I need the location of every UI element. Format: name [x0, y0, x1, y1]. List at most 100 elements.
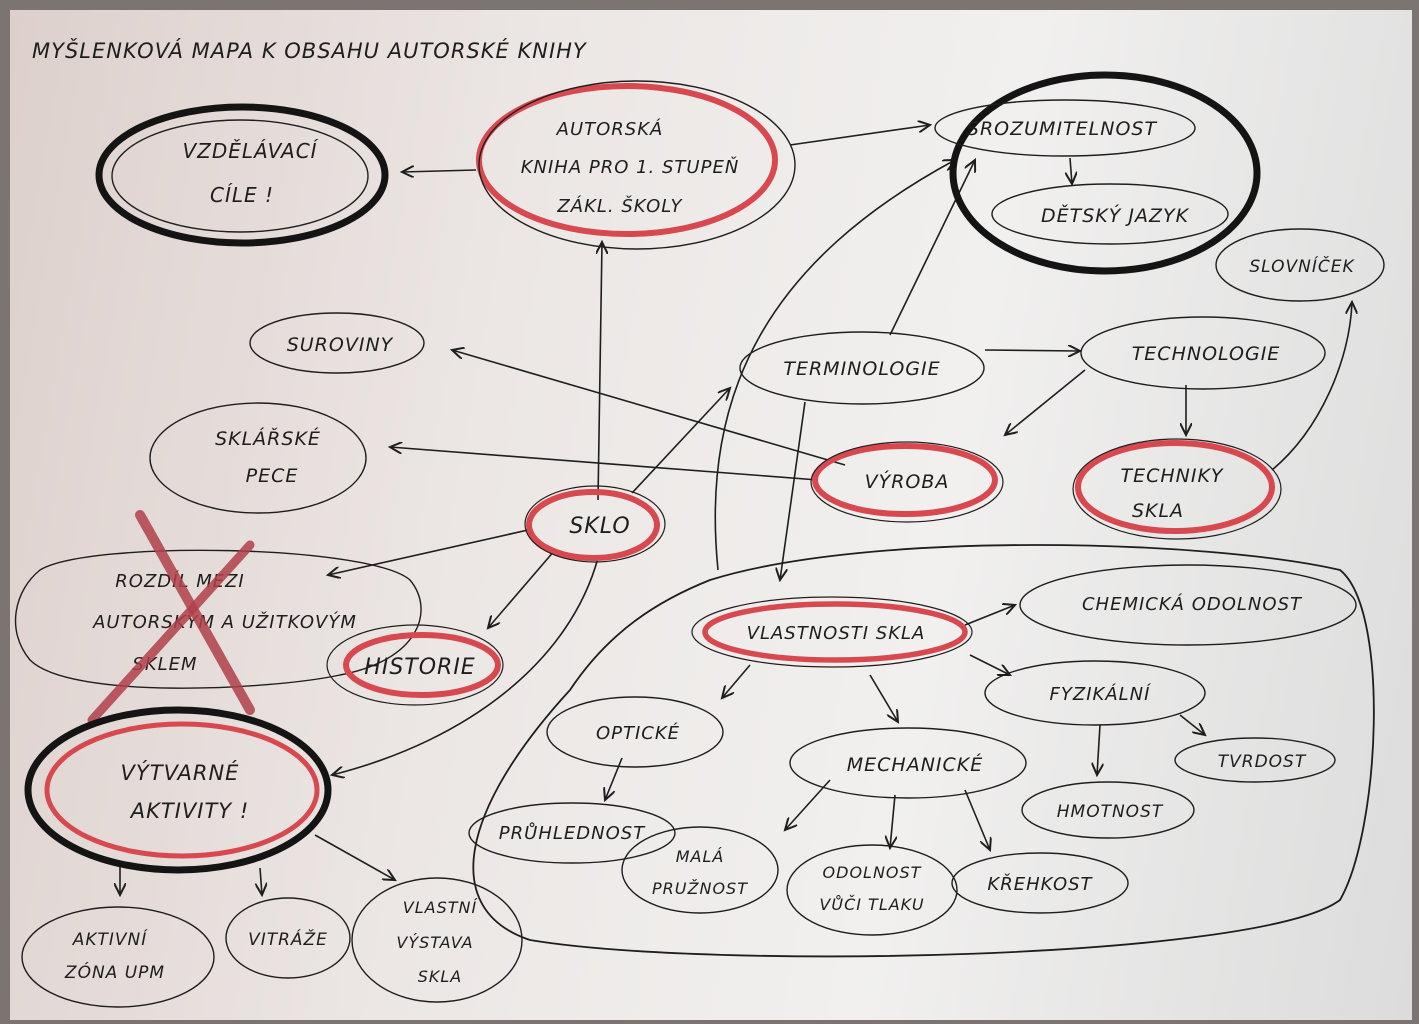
node-vlastni-vystava-line2: VÝSTAVA: [396, 933, 473, 952]
node-chemicka-odolnost: CHEMICKÁ ODOLNOST: [1019, 564, 1357, 646]
connector-vlastnosti-srozumitelnost: [714, 160, 955, 571]
node-hmotnost: HMOTNOST: [1021, 781, 1195, 839]
connector-technologie-down: [1005, 369, 1086, 435]
node-techniky-skla-line2: SKLA: [1132, 500, 1184, 522]
connector-vyroba-suroviny: [452, 350, 846, 466]
node-slovnicek: SLOVNÍČEK: [1215, 228, 1385, 302]
node-aktivni-zona-line1: AKTIVNÍ: [72, 928, 149, 950]
node-vitraze: VITRÁŽE: [225, 897, 351, 979]
node-mala-pruznost-line2: PRUŽNOST: [652, 879, 748, 898]
node-hmotnost-label: HMOTNOST: [1057, 802, 1164, 822]
node-srozumitelnost-group: [949, 71, 1261, 275]
node-chemicka-odolnost-label: CHEMICKÁ ODOLNOST: [1082, 593, 1303, 615]
map-title: MYŠLENKOVÁ MAPA K OBSAHU AUTORSKÉ KNIHY: [32, 38, 588, 63]
node-odolnost-line1: ODOLNOST: [823, 863, 922, 882]
node-detsky-jazyk: DĚTSKÝ JAZYK: [991, 183, 1229, 245]
node-vlastni-vystava-line1: VLASTNÍ: [403, 898, 479, 917]
node-terminologie: TERMINOLOGIE: [739, 331, 985, 405]
node-suroviny-label: SUROVINY: [287, 334, 394, 356]
node-odolnost-line2: VŮČI TLAKU: [819, 895, 924, 914]
node-sklarske-pece: SKLÁŘSKÉ PECE: [149, 402, 367, 514]
node-historie: HISTORIE: [326, 624, 504, 706]
node-vzdelavaci-cile-line2: CÍLE !: [210, 183, 274, 207]
connector-vlastnosti-fyzikalni: [969, 654, 1010, 675]
node-mala-pruznost-line1: MALÁ: [676, 847, 725, 866]
node-vytvarne-aktivity: VÝTVARNÉ AKTIVITY !: [24, 706, 332, 874]
node-pruhlednost-label: PRŮHLEDNOST: [499, 822, 646, 844]
connector-terminologie-vlastnosti: [780, 401, 806, 580]
node-vitraze-label: VITRÁŽE: [248, 928, 328, 950]
paper-sheet: MYŠLENKOVÁ MAPA K OBSAHU AUTORSKÉ KNIHY: [10, 10, 1412, 1020]
node-fyzikalni: FYZIKÁLNÍ: [984, 660, 1206, 726]
connector-sklo-rozdil: [328, 529, 529, 575]
connector-mechanicke-krehkost: [964, 789, 990, 850]
node-vlastni-vystava-line3: SKLA: [418, 967, 463, 986]
node-vzdelavaci-cile-line1: VZDĚLÁVACÍ: [182, 139, 318, 163]
node-sklarske-pece-line2: PECE: [246, 465, 299, 487]
node-autorska-kniha-line2: KNIHA PRO 1. STUPEŇ: [521, 156, 740, 178]
connector-fyzikalni-tvrdost: [1179, 714, 1205, 735]
node-vlastnosti-skla: VLASTNOSTI SKLA: [691, 596, 973, 668]
node-techniky-skla-line1: TECHNIKY: [1120, 465, 1223, 487]
connector-mechanicke-odolnost: [890, 794, 895, 848]
node-autorska-kniha-line3: ZÁKL. ŠKOLY: [556, 195, 683, 217]
connector-sklo-historie: [488, 549, 556, 628]
node-opticke: OPTICKÉ: [546, 696, 724, 768]
node-techniky-skla: TECHNIKY SKLA: [1072, 438, 1282, 540]
node-suroviny: SUROVINY: [249, 312, 425, 374]
node-odolnost-vuci-tlaku: ODOLNOST VŮČI TLAKU: [786, 844, 958, 936]
node-mechanicke: MECHANICKÉ: [789, 727, 1027, 799]
node-vytvarne-aktivity-line2: AKTIVITY !: [129, 799, 249, 823]
connector-terminologie-technologie: [984, 350, 1080, 351]
node-vzdelavaci-cile: VZDĚLÁVACÍ CÍLE !: [95, 103, 389, 247]
node-aktivni-zona-line2: ZÓNA UPM: [64, 961, 165, 983]
connector-opticke-pruhlednost: [605, 757, 623, 800]
connector-autorska-srozumitelnost: [789, 125, 930, 146]
node-krehkost: KŘEHKOST: [951, 852, 1129, 914]
connector-srozumitelnost-detsky: [1070, 157, 1072, 184]
node-rozdil-line2: AUTORSKÝM A UŽITKOVÝM: [92, 611, 357, 633]
node-mechanicke-label: MECHANICKÉ: [847, 753, 984, 776]
connector-vytvarne-vitraze: [260, 867, 262, 895]
connector-vlastnosti-opticke: [722, 664, 751, 698]
node-vytvarne-aktivity-line1: VÝTVARNÉ: [121, 760, 240, 785]
node-aktivni-zona: AKTIVNÍ ZÓNA UPM: [21, 906, 215, 1008]
connector-vytvarne-vystava: [314, 834, 395, 880]
node-srozumitelnost: SROZUMITELNOST: [934, 99, 1196, 157]
node-technologie: TECHNOLOGIE: [1080, 316, 1326, 390]
node-slovnicek-label: SLOVNÍČEK: [1249, 255, 1355, 277]
node-autorska-kniha-line1: AUTORSKÁ: [556, 118, 664, 140]
node-mala-pruznost: MALÁ PRUŽNOST: [621, 826, 779, 914]
node-vyroba: VÝROBA: [810, 441, 1004, 523]
properties-enclosure: [472, 544, 1375, 958]
connector-vlastnosti-mechanicke: [869, 674, 898, 722]
connector-autorska-vzdelavaci: [402, 170, 477, 172]
connector-techniky-slovnicek: [1271, 302, 1352, 471]
connectors: [120, 125, 1352, 895]
mind-map: MYŠLENKOVÁ MAPA K OBSAHU AUTORSKÉ KNIHY: [14, 38, 1385, 1008]
node-vlastni-vystava: VLASTNÍ VÝSTAVA SKLA: [351, 877, 523, 1003]
node-fyzikalni-label: FYZIKÁLNÍ: [1050, 683, 1152, 705]
node-terminologie-label: TERMINOLOGIE: [783, 358, 940, 380]
node-sklarske-pece-line1: SKLÁŘSKÉ: [215, 427, 321, 450]
node-technologie-label: TECHNOLOGIE: [1132, 343, 1281, 365]
node-krehkost-label: KŘEHKOST: [987, 873, 1093, 895]
connector-vyroba-sklarske: [390, 447, 819, 481]
node-vlastnosti-skla-label: VLASTNOSTI SKLA: [747, 623, 926, 644]
node-pruhlednost: PRŮHLEDNOST: [468, 802, 676, 864]
node-historie-label: HISTORIE: [364, 655, 475, 680]
node-tvrdost-label: TVRDOST: [1218, 752, 1307, 772]
node-srozumitelnost-label: SROZUMITELNOST: [967, 118, 1158, 140]
node-detsky-jazyk-label: DĚTSKÝ JAZYK: [1041, 204, 1190, 227]
connector-vlastnosti-chemicka: [964, 605, 1015, 626]
connector-sklo-vytvarne: [332, 557, 599, 775]
connector-fyzikalni-hmotnost: [1097, 724, 1100, 775]
node-sklo: SKLO: [524, 485, 666, 563]
